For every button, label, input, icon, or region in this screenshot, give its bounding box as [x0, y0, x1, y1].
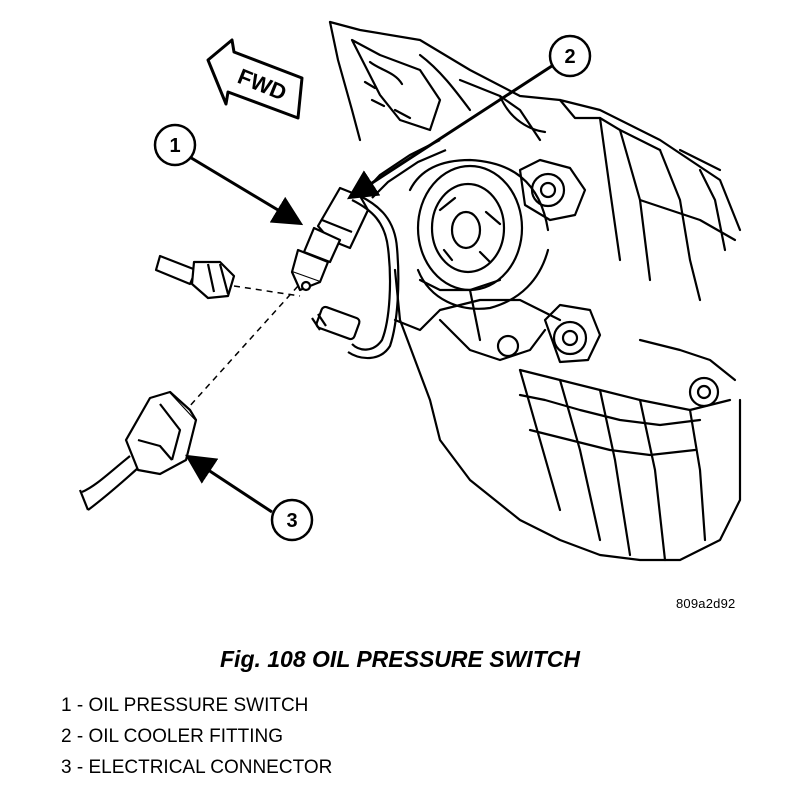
- callout-2-arrow: [346, 60, 559, 200]
- figure-caption: Fig. 108 OIL PRESSURE SWITCH: [220, 646, 580, 672]
- callout-1: 1: [153, 123, 197, 167]
- callout-2-label: 2: [564, 46, 575, 68]
- figure-id: 809a2d92: [676, 596, 736, 611]
- fitting-bolt: [154, 254, 236, 300]
- callout-3: 3: [270, 498, 314, 542]
- legend-item-electrical-connector: 3 - ELECTRICAL CONNECTOR: [61, 757, 333, 778]
- legend-item-oil-pressure-switch: 1 - OIL PRESSURE SWITCH: [61, 695, 309, 716]
- callout-leaders: [184, 60, 559, 514]
- oil-pressure-switch: [290, 186, 370, 292]
- engine-block-drawing: [328, 20, 742, 562]
- legend: 1 - OIL PRESSURE SWITCH 2 - OIL COOLER F…: [61, 690, 332, 783]
- callout-3-label: 3: [286, 510, 297, 532]
- oil-cooler-tube: [311, 139, 447, 360]
- callout-1-arrow: [187, 154, 304, 226]
- callout-2: 2: [548, 34, 592, 78]
- alignment-lines: [187, 285, 301, 409]
- legend-item-oil-cooler-fitting: 2 - OIL COOLER FITTING: [61, 726, 284, 747]
- callout-1-label: 1: [169, 135, 180, 157]
- forward-direction-arrow: FWD: [206, 38, 304, 120]
- engine-diagram: FWD: [78, 20, 742, 562]
- electrical-connector: [78, 390, 198, 511]
- callout-3-arrow: [184, 454, 273, 514]
